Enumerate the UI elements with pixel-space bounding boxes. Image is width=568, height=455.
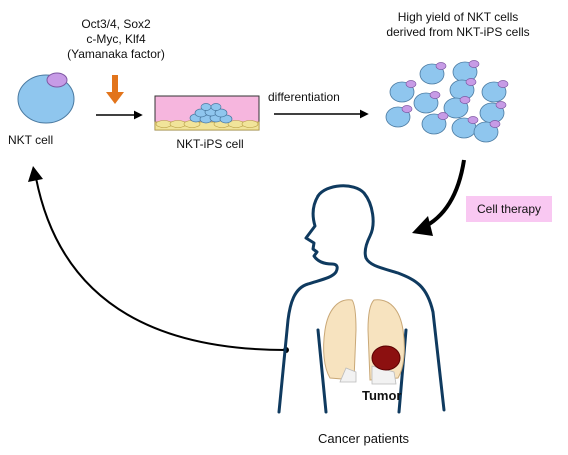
tumor-icon — [371, 345, 401, 371]
factor-line-2: c-Myc, Klf4 — [86, 32, 146, 46]
yield-line-1: High yield of NKT cells — [397, 10, 519, 24]
factor-arrow-icon — [106, 75, 124, 104]
yamanaka-factor-label: Oct3/4, Sox2 c-Myc, Klf4 (Yamanaka facto… — [62, 17, 170, 62]
factor-line-1: Oct3/4, Sox2 — [81, 17, 151, 31]
lungs-icon — [323, 299, 405, 385]
cancer-patients-label: Cancer patients — [318, 431, 410, 446]
high-yield-label: High yield of NKT cells derived from NKT… — [364, 10, 552, 40]
tumor-label: Tumor — [362, 388, 402, 403]
nkt-ips-cell-label: NKT-iPS cell — [176, 137, 244, 151]
nkt-cell-cluster-icon — [385, 60, 509, 143]
patient-body-icon — [277, 184, 446, 414]
factor-line-3: (Yamanaka factor) — [67, 47, 165, 61]
cell-therapy-arrow — [412, 159, 466, 236]
differentiation-label: differentiation — [268, 90, 340, 104]
yield-line-2: derived from NKT-iPS cells — [386, 25, 530, 39]
return-arrow — [28, 166, 289, 353]
ips-dish-icon — [154, 95, 260, 131]
nkt-cell-icon — [17, 72, 75, 124]
cell-therapy-badge: Cell therapy — [466, 196, 552, 222]
nkt-cell-label: NKT cell — [8, 133, 54, 147]
